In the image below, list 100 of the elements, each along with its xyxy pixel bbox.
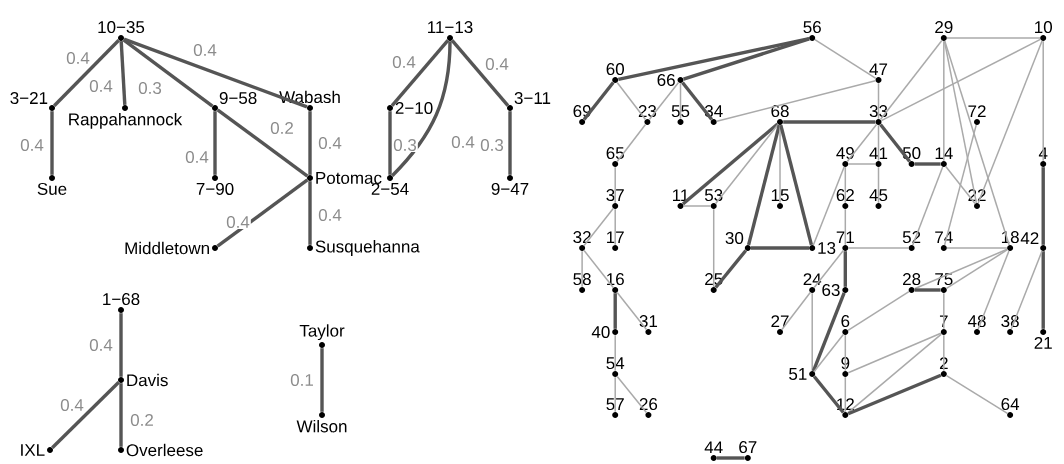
node-label: 58 xyxy=(573,273,591,286)
graph-vertex: 3−11 xyxy=(507,92,551,111)
edge-line xyxy=(847,332,942,374)
edge-line xyxy=(583,207,614,247)
edge-line xyxy=(812,166,845,246)
node-label: Rappahannock xyxy=(69,112,183,129)
node-label: 47 xyxy=(869,63,888,76)
graph-vertex: 6 xyxy=(841,315,850,335)
edge-line xyxy=(216,178,309,248)
edge-line xyxy=(616,291,648,331)
node-label: 45 xyxy=(869,189,888,202)
graph-vertex: 7−90 xyxy=(196,175,234,195)
edge-label: 0.3 xyxy=(137,81,163,95)
edge-label: 0.4 xyxy=(225,215,251,229)
edge-line xyxy=(880,38,1042,122)
graph-vertex: 9−58 xyxy=(212,92,257,111)
edge-line xyxy=(648,81,680,121)
edge-line xyxy=(119,383,123,447)
edge-line xyxy=(508,111,512,175)
node-label: 7 xyxy=(939,315,948,328)
edge-label: 0.4 xyxy=(184,150,210,164)
edge-line xyxy=(943,334,945,372)
edge-line xyxy=(783,120,876,124)
graph-vertex: 67 xyxy=(739,441,757,461)
graph-vertex: 10 xyxy=(1035,21,1052,41)
graph-vertex: 11−13 xyxy=(428,21,473,41)
node-label: 2−54 xyxy=(371,182,409,195)
node-label: 14 xyxy=(935,147,953,160)
graph-vertex: 26 xyxy=(639,398,658,418)
graph-vertex: Taylor xyxy=(299,324,345,348)
node-label: 49 xyxy=(836,147,854,160)
node-label: 11−13 xyxy=(428,21,473,34)
graph-vertex: 55 xyxy=(671,105,690,125)
edge-line xyxy=(53,39,120,107)
node-label: 57 xyxy=(606,398,624,411)
node-label: 26 xyxy=(639,398,658,411)
edge-line xyxy=(614,166,616,204)
graph-vertex: 3−21 xyxy=(10,92,55,111)
graph-vertex: 14 xyxy=(935,147,953,167)
edge-line xyxy=(308,181,312,245)
edge-line xyxy=(388,111,392,175)
edge-line xyxy=(681,81,714,121)
graph-vertex: 23 xyxy=(638,105,657,125)
graph-vertex: 7 xyxy=(939,315,948,335)
edge-line xyxy=(50,111,54,175)
node-label: 33 xyxy=(869,105,888,118)
node-label: 53 xyxy=(704,189,723,202)
node-label: 4 xyxy=(1038,147,1048,160)
edge-line xyxy=(977,250,1010,330)
graph-vertex: 30 xyxy=(725,232,751,251)
node-label: 37 xyxy=(606,189,624,202)
edge-line xyxy=(813,249,845,289)
node-label: 31 xyxy=(639,315,658,328)
graph-vertex: 53 xyxy=(704,189,723,209)
graph-vertex: 37 xyxy=(606,189,624,209)
graph-vertex: 68 xyxy=(771,105,789,125)
graph-vertex: 27 xyxy=(771,315,789,335)
edge-label: 0.4 xyxy=(450,135,476,149)
edge-line xyxy=(781,291,811,331)
edge-line xyxy=(847,163,877,165)
edge-line xyxy=(877,82,880,120)
edge-line xyxy=(123,37,308,109)
node-label: Wilson xyxy=(296,419,347,433)
edge-line xyxy=(946,247,1008,249)
node-label: 40 xyxy=(591,325,610,339)
node-label: 65 xyxy=(606,147,624,160)
edge-line xyxy=(712,208,715,288)
edge-line xyxy=(813,333,845,373)
node-label: 67 xyxy=(739,441,757,454)
edge-line xyxy=(943,124,977,246)
edge-line xyxy=(946,37,1041,39)
edge-line xyxy=(1041,167,1045,245)
edge-line xyxy=(847,373,942,416)
edge-line xyxy=(914,288,941,292)
node-label: 32 xyxy=(573,231,591,244)
edge-label: 0.1 xyxy=(289,373,315,388)
node-label: 55 xyxy=(671,105,690,118)
graph-vertex: 64 xyxy=(1001,398,1020,418)
edge-line xyxy=(582,81,615,121)
graph-vertex: 58 xyxy=(573,273,591,293)
edge-line xyxy=(119,41,127,105)
graph-vertex: 31 xyxy=(639,315,658,335)
node-label: Taylor xyxy=(299,324,345,341)
edge-label: 0.4 xyxy=(88,79,114,93)
graph-vertex: 15 xyxy=(771,189,789,209)
edge-label: 0.4 xyxy=(484,57,510,71)
edge-line xyxy=(877,124,880,162)
node-label: 9−58 xyxy=(219,92,257,105)
node-label: IXL xyxy=(21,444,45,456)
graph-vertex: 42 xyxy=(1020,232,1047,251)
node-label: 21 xyxy=(1034,336,1052,349)
edge-line xyxy=(683,37,810,81)
edge-label: 0.3 xyxy=(392,138,418,152)
edge-label: 0.4 xyxy=(317,136,343,150)
node-label: 44 xyxy=(704,441,723,454)
edge-label: 0.4 xyxy=(192,43,218,57)
edge-label: 0.2 xyxy=(269,121,295,135)
graph-vertex: 18 xyxy=(1001,231,1019,251)
graph-vertex: 72 xyxy=(968,105,986,125)
edge-line xyxy=(583,249,614,289)
